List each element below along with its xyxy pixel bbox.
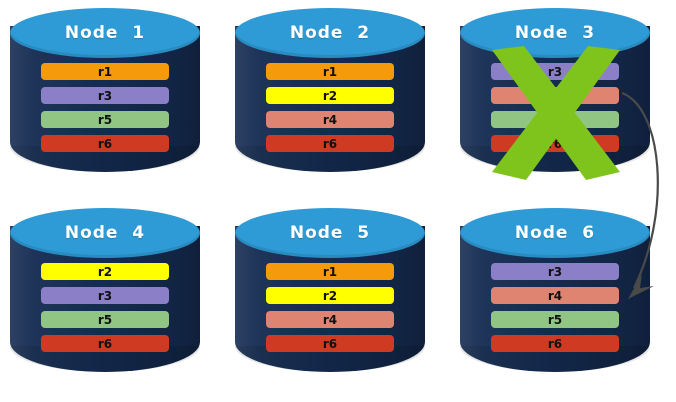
replica-bar[interactable]: r6: [41, 135, 169, 152]
cylinder-top-ellipse: [10, 8, 200, 58]
replica-bar[interactable]: r3: [491, 63, 619, 80]
node-label: Node 4: [64, 223, 146, 243]
replica-bar[interactable]: r1: [266, 263, 394, 280]
cylinder-top-ellipse: [235, 8, 425, 58]
replica-list: r1 r2 r4 r6: [266, 63, 394, 159]
replica-bar[interactable]: r1: [41, 63, 169, 80]
database-node-1[interactable]: Node 1 r1 r3 r5 r6: [10, 8, 200, 190]
replica-label: r5: [547, 112, 563, 127]
replica-bar[interactable]: r3: [41, 87, 169, 104]
replica-list: r1 r2 r4 r6: [266, 263, 394, 359]
replica-bar[interactable]: r5: [491, 311, 619, 328]
replica-bar[interactable]: r6: [266, 135, 394, 152]
replica-bar[interactable]: r3: [491, 263, 619, 280]
replica-bar[interactable]: r2: [266, 287, 394, 304]
replica-label: r5: [547, 312, 563, 327]
replica-bar[interactable]: r1: [266, 63, 394, 80]
database-node-2[interactable]: Node 2 r1 r2 r4 r6: [235, 8, 425, 190]
replica-label: r4: [322, 112, 338, 127]
replica-bar[interactable]: r6: [266, 335, 394, 352]
replica-label: r6: [547, 136, 563, 151]
node-label: Node 5: [289, 223, 371, 243]
replica-bar[interactable]: r3: [41, 287, 169, 304]
replica-bar[interactable]: r4: [266, 311, 394, 328]
database-node-3[interactable]: Node 3 r3 r4 r5 r6: [460, 8, 650, 190]
replica-label: r4: [547, 88, 563, 103]
replica-bar[interactable]: r5: [491, 111, 619, 128]
cylinder-top-ellipse: [460, 208, 650, 258]
replica-bar[interactable]: r6: [41, 335, 169, 352]
replica-label: r4: [547, 288, 563, 303]
replica-bar[interactable]: r5: [41, 111, 169, 128]
replica-label: r3: [97, 288, 113, 303]
node-label: Node 6: [514, 223, 596, 243]
replica-list: r2 r3 r5 r6: [41, 263, 169, 359]
replica-label: r2: [322, 88, 338, 103]
database-node-5[interactable]: Node 5 r1 r2 r4 r6: [235, 208, 425, 390]
replica-bar[interactable]: r4: [266, 111, 394, 128]
replica-label: r1: [97, 64, 113, 79]
replica-label: r3: [97, 88, 113, 103]
replica-label: r3: [547, 64, 563, 79]
replica-label: r1: [322, 264, 338, 279]
node-label: Node 3: [514, 23, 596, 43]
database-node-6[interactable]: Node 6 r3 r4 r5 r6: [460, 208, 650, 390]
replica-bar[interactable]: r4: [491, 87, 619, 104]
replica-bar[interactable]: r2: [41, 263, 169, 280]
replica-bar[interactable]: r6: [491, 335, 619, 352]
replica-label: r6: [97, 136, 113, 151]
cylinder-top-ellipse: [235, 208, 425, 258]
replica-list: r1 r3 r5 r6: [41, 63, 169, 159]
replica-label: r6: [322, 336, 338, 351]
replica-bar[interactable]: r5: [41, 311, 169, 328]
replica-label: r4: [322, 312, 338, 327]
replica-bar[interactable]: r6: [491, 135, 619, 152]
replica-label: r5: [97, 312, 113, 327]
database-node-4[interactable]: Node 4 r2 r3 r5 r6: [10, 208, 200, 390]
replica-label: r1: [322, 64, 338, 79]
node-label: Node 1: [64, 23, 146, 43]
cylinder-top-ellipse: [10, 208, 200, 258]
replica-list: r3 r4 r5 r6: [491, 263, 619, 359]
node-label: Node 2: [289, 23, 371, 43]
replica-label: r6: [97, 336, 113, 351]
replica-label: r2: [97, 264, 113, 279]
replica-bar[interactable]: r4: [491, 287, 619, 304]
replica-label: r3: [547, 264, 563, 279]
replica-label: r5: [97, 112, 113, 127]
replica-list: r3 r4 r5 r6: [491, 63, 619, 159]
replica-label: r2: [322, 288, 338, 303]
replica-label: r6: [322, 136, 338, 151]
replica-bar[interactable]: r2: [266, 87, 394, 104]
replica-label: r6: [547, 336, 563, 351]
